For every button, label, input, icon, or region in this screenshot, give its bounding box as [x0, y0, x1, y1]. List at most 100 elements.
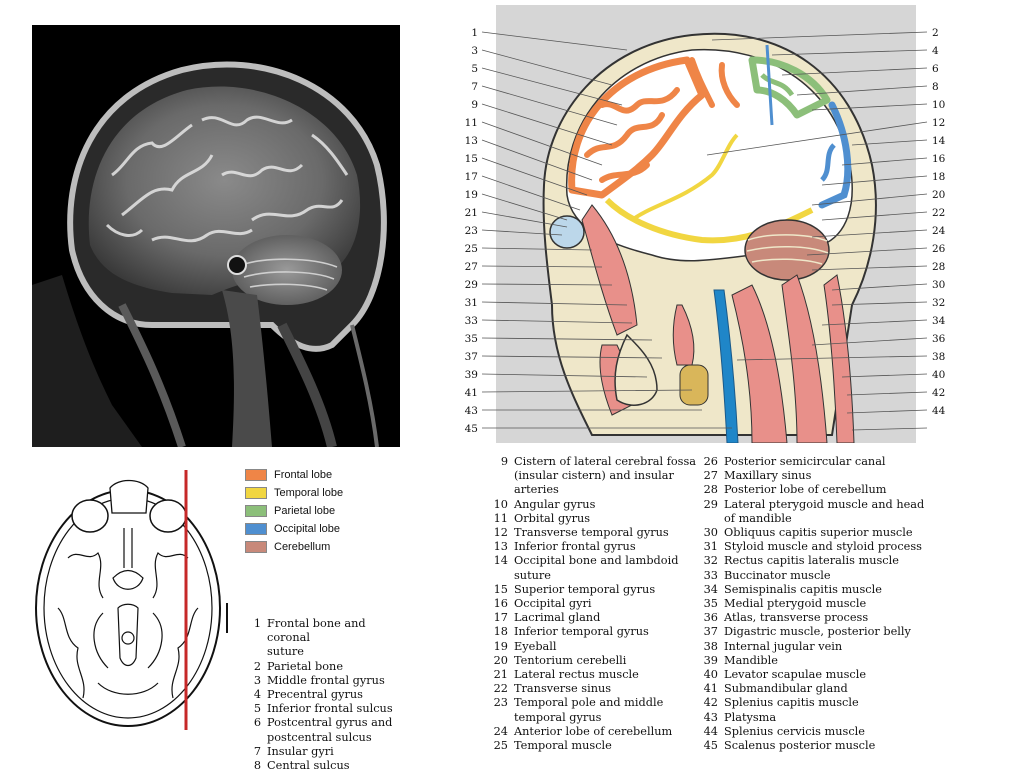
label-text: Obliquus capitis superior muscle: [724, 526, 913, 540]
label-number: 40: [700, 668, 718, 682]
structure-label: 30 Obliquus capitis superior muscle: [700, 526, 935, 540]
callout-number: 30: [932, 279, 945, 291]
callout-number: 27: [465, 261, 478, 273]
label-number: 28: [700, 483, 718, 497]
legend-label: Cerebellum: [274, 541, 330, 553]
callout-number: 39: [465, 369, 478, 381]
legend-label: Occipital lobe: [274, 523, 340, 535]
label-number: 18: [490, 625, 508, 639]
legend-item-occipital: Occipital lobe: [245, 522, 340, 536]
callout-number: 12: [932, 117, 945, 129]
label-number: 29: [700, 498, 718, 526]
callout-number: 43: [465, 405, 478, 417]
label-text: Submandibular gland: [724, 682, 848, 696]
legend-swatch: [245, 541, 267, 553]
label-number: 17: [490, 611, 508, 625]
label-text: Frontal bone and coronal suture: [267, 617, 403, 660]
label-text: Buccinator muscle: [724, 569, 831, 583]
label-number: 26: [700, 455, 718, 469]
callout-number: 45: [465, 423, 478, 435]
callout-number: 13: [465, 135, 478, 147]
label-number: 43: [700, 711, 718, 725]
legend-item-temporal: Temporal lobe: [245, 486, 343, 500]
label-number: 30: [700, 526, 718, 540]
label-text: Rectus capitis lateralis muscle: [724, 554, 899, 568]
label-number: 10: [490, 498, 508, 512]
callout-number: 8: [932, 81, 939, 93]
label-number: 34: [700, 583, 718, 597]
callout-number: 29: [465, 279, 478, 291]
legend-item-cerebellum: Cerebellum: [245, 540, 330, 554]
label-text: Cistern of lateral cerebral fossa (insul…: [514, 455, 696, 498]
callout-number: 18: [932, 171, 945, 183]
callout-number: 4: [932, 45, 939, 57]
structure-label: 33 Buccinator muscle: [700, 569, 935, 583]
label-number: 4: [243, 688, 261, 702]
callout-number: 1: [471, 27, 478, 39]
label-number: 37: [700, 625, 718, 639]
label-text: Transverse temporal gyrus: [514, 526, 669, 540]
label-text: Lateral pterygoid muscle and head of man…: [724, 498, 924, 526]
label-number: 14: [490, 554, 508, 582]
label-number: 44: [700, 725, 718, 739]
label-text: Parietal bone: [267, 660, 343, 674]
callout-number: 15: [465, 153, 478, 165]
label-text: Postcentral gyrus and postcentral sulcus: [267, 716, 392, 744]
callout-number: 38: [932, 351, 945, 363]
label-text: Inferior temporal gyrus: [514, 625, 649, 639]
callout-number: 25: [465, 243, 478, 255]
label-number: 45: [700, 739, 718, 753]
callout-number: 44: [932, 405, 946, 417]
label-text: Middle frontal gyrus: [267, 674, 385, 688]
label-text: Anterior lobe of cerebellum: [514, 725, 672, 739]
label-text: Lacrimal gland: [514, 611, 600, 625]
label-text: Insular gyri: [267, 745, 334, 759]
label-number: 32: [700, 554, 718, 568]
label-text: Angular gyrus: [514, 498, 595, 512]
callout-number: 10: [932, 99, 945, 111]
structure-label: 17 Lacrimal gland: [490, 611, 705, 625]
label-text: Lateral rectus muscle: [514, 668, 639, 682]
label-text: Semispinalis capitis muscle: [724, 583, 882, 597]
label-text: Maxillary sinus: [724, 469, 811, 483]
label-number: 35: [700, 597, 718, 611]
label-number: 19: [490, 640, 508, 654]
callout-number: 22: [932, 207, 945, 219]
label-number: 15: [490, 583, 508, 597]
callout-number: 31: [465, 297, 478, 309]
label-number: 33: [700, 569, 718, 583]
structure-label: 34 Semispinalis capitis muscle: [700, 583, 935, 597]
label-text: Styloid muscle and styloid process: [724, 540, 922, 554]
structure-label: 28 Posterior lobe of cerebellum: [700, 483, 935, 497]
label-text: Posterior lobe of cerebellum: [724, 483, 887, 497]
label-text: Posterior semicircular canal: [724, 455, 886, 469]
callout-number: 16: [932, 153, 946, 165]
label-number: 22: [490, 682, 508, 696]
callout-number: 26: [932, 243, 946, 255]
callout-number: 3: [471, 45, 478, 57]
structure-label: 10 Angular gyrus: [490, 498, 705, 512]
callout-number: 20: [932, 189, 945, 201]
label-text: Internal jugular vein: [724, 640, 842, 654]
